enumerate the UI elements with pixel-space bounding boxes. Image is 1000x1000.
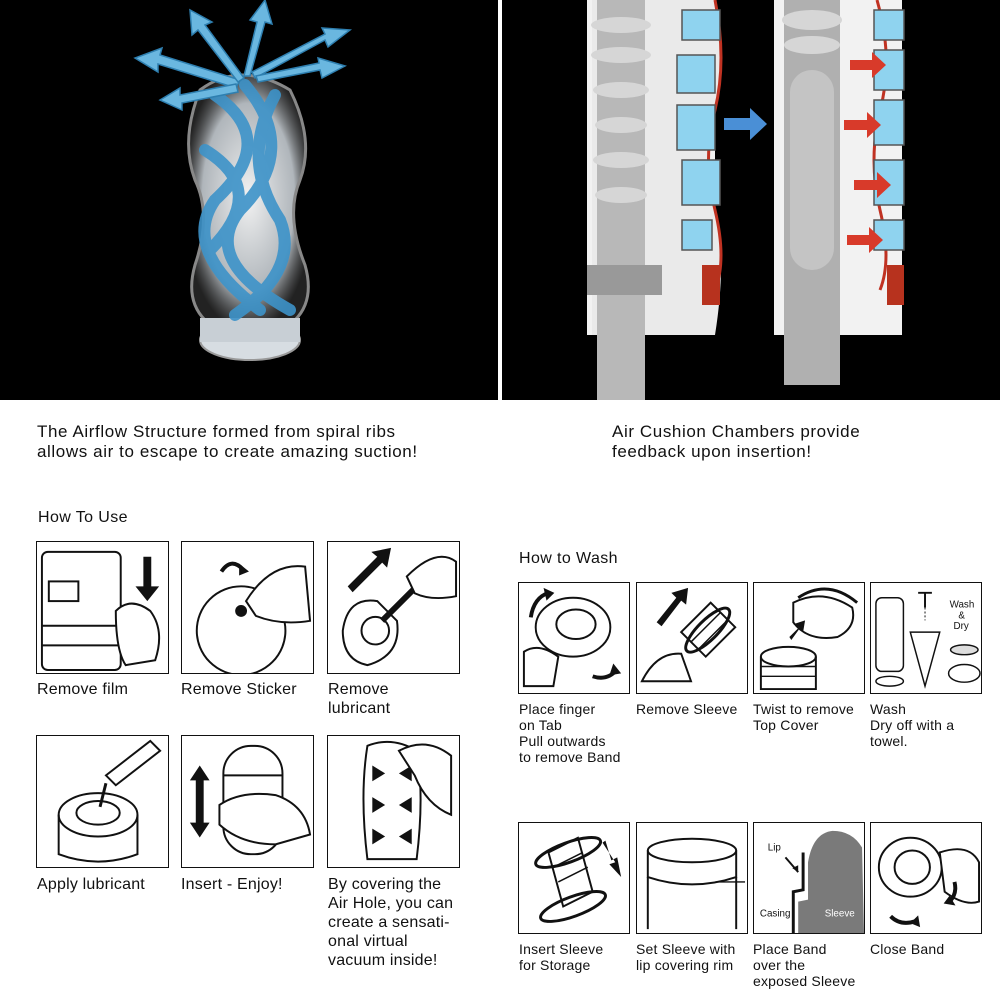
wash-step-remove-band-label: Place finger on Tab Pull outwards to rem… xyxy=(519,701,621,765)
sticker-removal-icon xyxy=(195,561,312,673)
insert-icon xyxy=(189,744,312,856)
top-cover-icon xyxy=(759,587,859,691)
set-sleeve-icon xyxy=(646,837,746,930)
wash-step-set-sleeve-label: Set Sleeve with lip covering rim xyxy=(636,941,736,973)
air-hole-icon xyxy=(362,740,453,861)
spiral-cup-icon xyxy=(133,0,353,361)
apply-lubricant-icon xyxy=(57,739,162,863)
close-band-icon xyxy=(877,836,981,928)
step-remove-film-label: Remove film xyxy=(37,681,129,698)
step-remove-lubricant-label: Remove lubricant xyxy=(328,681,391,717)
step-insert-label: Insert - Enjoy! xyxy=(181,876,283,893)
place-band-icon: Lip Casing Sleeve xyxy=(760,830,864,933)
wash-step-close-band xyxy=(870,822,982,934)
how-to-use-title: How To Use xyxy=(38,509,128,526)
how-to-wash-title: How to Wash xyxy=(519,550,618,567)
film-removal-icon xyxy=(40,550,161,672)
wash-step-remove-band xyxy=(518,582,630,694)
air-cushion-illustration xyxy=(502,0,1000,400)
wash-step-set-sleeve xyxy=(636,822,748,934)
wash-step-remove-sleeve xyxy=(636,582,748,694)
airflow-illustration xyxy=(0,0,498,400)
band-removal-icon xyxy=(522,587,622,688)
step-apply-lubricant xyxy=(36,735,169,868)
lubricant-removal-icon xyxy=(341,547,458,667)
step-insert xyxy=(181,735,314,868)
wash-step-remove-sleeve-label: Remove Sleeve xyxy=(636,701,738,717)
step-air-hole-label: By covering the Air Hole, you can create… xyxy=(328,876,454,969)
step-remove-sticker-label: Remove Sticker xyxy=(181,681,297,698)
svg-text:&: & xyxy=(958,610,965,621)
wash-step-insert-sleeve xyxy=(518,822,630,934)
step-remove-lubricant xyxy=(327,541,460,674)
wash-dry-icon: Wash & Dry xyxy=(875,591,981,689)
wash-step-close-band-label: Close Band xyxy=(870,941,945,957)
air-cushion-chambers-icon xyxy=(587,0,905,400)
sleeve-label: Sleeve xyxy=(825,908,856,919)
wash-step-wash-dry-label: Wash Dry off with a towel. xyxy=(870,701,955,749)
svg-text:Dry: Dry xyxy=(954,621,969,632)
step-air-hole xyxy=(327,735,460,868)
sleeve-removal-icon xyxy=(640,587,737,683)
air-cushion-caption: Air Cushion Chambers provide feedback up… xyxy=(612,422,861,461)
step-apply-lubricant-label: Apply lubricant xyxy=(37,876,145,893)
wash-step-top-cover-label: Twist to remove Top Cover xyxy=(753,701,855,733)
insert-sleeve-icon xyxy=(534,836,622,923)
lip-label: Lip xyxy=(768,843,782,854)
step-remove-sticker xyxy=(181,541,314,674)
wash-step-place-band-label: Place Band over the exposed Sleeve xyxy=(753,941,856,989)
step-remove-film xyxy=(36,541,169,674)
wash-dry-text: Wash xyxy=(950,600,975,611)
wash-step-place-band: Lip Casing Sleeve xyxy=(753,822,865,934)
airflow-caption: The Airflow Structure formed from spiral… xyxy=(37,422,418,461)
wash-step-top-cover xyxy=(753,582,865,694)
casing-label: Casing xyxy=(760,908,791,919)
wash-step-wash-dry: Wash & Dry xyxy=(870,582,982,694)
wash-step-insert-sleeve-label: Insert Sleeve for Storage xyxy=(519,941,604,973)
